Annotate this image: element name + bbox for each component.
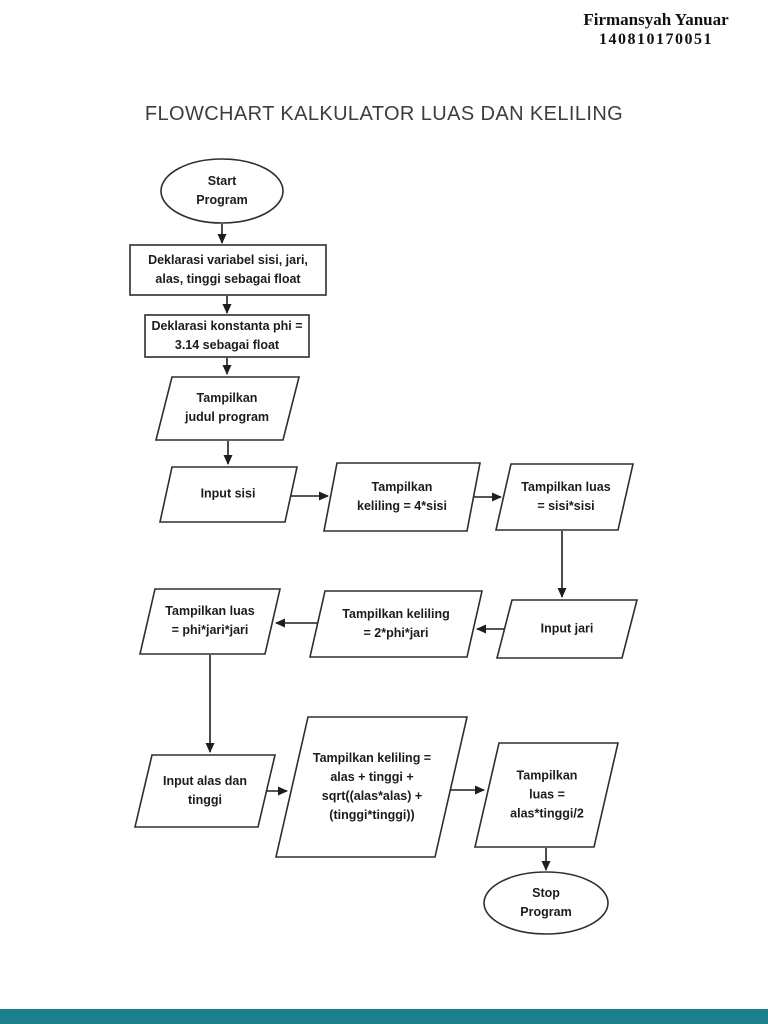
node-label-input-jari: Input jari [540,621,594,636]
node-shape-show-title-io [154,376,301,441]
node-shape-luas-persegi-io [494,463,635,531]
node-shape-input-jari-io [495,599,639,659]
node-shape-luas-lingkaran-io [138,588,282,655]
page-title: FLOWCHART KALKULATOR LUAS DAN KELILING [144,103,624,125]
node-shape-keliling-lingkaran-io [308,590,484,658]
node-label-stop: Stop Program [520,886,572,919]
node-label-declare-variables: Deklarasi variabel sisi, jari, alas, tin… [148,253,308,286]
node-shape-keliling-segitiga-io [274,716,469,858]
node-shape-start-terminator [160,158,284,224]
node-label-declare-phi: Deklarasi konstanta phi = 3.14 sebagai f… [151,319,303,352]
author-block: Firmansyah Yanuar 140810170051 [540,10,768,49]
node-shape-input-alas-tinggi-io [133,754,277,828]
node-label-keliling-persegi: Tampilkan keliling = 4*sisi [357,480,447,513]
node-shape-input-sisi-io [159,466,298,523]
node-shape-declare-variables-process [129,244,327,296]
node-label-show-title: Tampilkan judul program [184,391,270,424]
node-label-luas-lingkaran: Tampilkan luas = phi*jari*jari [165,604,255,637]
node-shape-luas-segitiga-io [473,742,620,848]
node-label-input-sisi: Input sisi [200,486,256,501]
node-label-keliling-lingkaran: Tampilkan keliling = 2*phi*jari [342,607,450,640]
student-id: 140810170051 [599,31,713,48]
author-name: Firmansyah Yanuar [583,10,729,29]
node-shape-stop-terminator [483,871,609,935]
node-shape-declare-phi-process [144,314,310,358]
node-label-start: Start Program [196,174,248,207]
node-label-keliling-segitiga: Tampilkan keliling = alas + tinggi + sqr… [312,751,432,822]
node-shape-keliling-persegi-io [323,462,481,532]
bottom-bar [0,1009,768,1024]
node-label-luas-segitiga: Tampilkan luas = alas*tinggi/2 [510,768,584,821]
node-label-input-alas-tinggi: Input alas dan tinggi [162,774,248,807]
node-label-luas-persegi: Tampilkan luas = sisi*sisi [521,480,611,513]
